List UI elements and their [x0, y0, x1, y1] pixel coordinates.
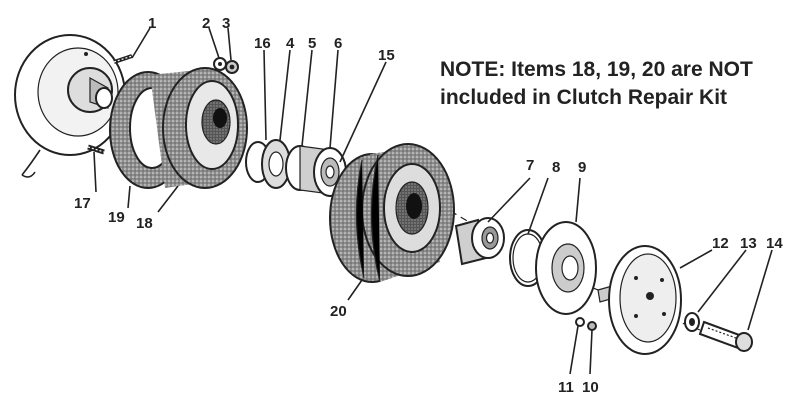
callout-labels: 1 2 3 16 4 5 6 15 17 19 18 7 8 9 20 12 1… — [74, 15, 783, 396]
callout-16: 16 — [254, 35, 271, 52]
callout-4: 4 — [286, 35, 295, 52]
callout-2: 2 — [202, 15, 210, 32]
callout-17: 17 — [74, 195, 91, 212]
hub — [454, 217, 505, 266]
callout-6: 6 — [334, 35, 342, 52]
pin — [113, 54, 133, 64]
note-line-1: NOTE: Items 18, 19, 20 are NOT — [440, 58, 753, 81]
callout-18: 18 — [136, 215, 153, 232]
bearing-stack — [245, 139, 347, 197]
leader-lines — [93, 27, 773, 375]
pin-lower — [87, 144, 105, 155]
callout-7: 7 — [526, 157, 534, 174]
rear-plate — [597, 245, 682, 355]
note-line-2: included in Clutch Repair Kit — [440, 86, 728, 109]
callout-3: 3 — [222, 15, 230, 32]
repair-kit-note: NOTE: Items 18, 19, 20 are NOT included … — [440, 56, 790, 112]
callout-5: 5 — [308, 35, 316, 52]
callout-14: 14 — [766, 235, 783, 252]
field-coil-assembly — [109, 67, 248, 189]
callout-19: 19 — [108, 209, 125, 226]
callout-15: 15 — [378, 47, 395, 64]
washer-nut — [213, 57, 239, 74]
callout-1: 1 — [148, 15, 156, 32]
callout-20: 20 — [330, 303, 347, 320]
callout-9: 9 — [578, 159, 586, 176]
pulley — [329, 143, 455, 283]
callout-8: 8 — [552, 159, 560, 176]
callout-11: 11 — [558, 379, 574, 396]
front-cover-plate — [535, 221, 597, 315]
callout-13: 13 — [740, 235, 757, 252]
callout-12: 12 — [712, 235, 729, 252]
bolt — [698, 320, 753, 352]
callout-10: 10 — [582, 379, 599, 396]
front-plate — [14, 34, 126, 178]
screws — [575, 317, 597, 331]
bolt-washer — [684, 312, 700, 332]
